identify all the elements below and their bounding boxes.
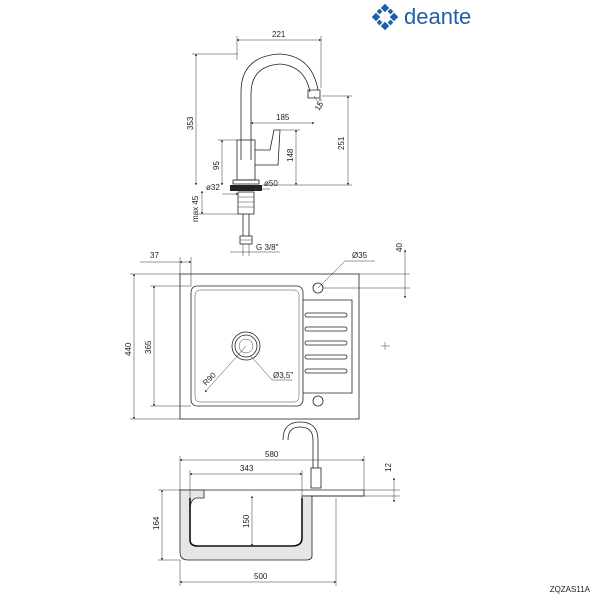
dim-section-height: 164 [152,516,161,530]
dim-base-diameter: ø32 [206,183,220,192]
drainboard-ribs [304,312,348,374]
dim-faucet-reach: 185 [276,113,290,122]
sink-top-dimensions: 37 Ø35 40 440 365 [124,243,410,420]
dim-body-height: 95 [212,161,221,170]
dim-total-width: 580 [265,450,279,459]
dim-overflow-hole: Ø35 [352,251,368,260]
brand-logo: deante [372,4,471,30]
deante-logo-icon [372,4,398,30]
dim-left-offset: 37 [150,251,159,260]
dim-faucet-height: 353 [186,116,195,130]
dim-thread: G 3/8" [256,243,279,252]
dim-top-offset: 40 [395,243,404,252]
sink-section-dimensions: 580 343 12 164 150 500 [152,450,400,586]
dim-spout-angle: 15° [313,97,327,112]
dim-bowl-depth: 365 [144,340,153,354]
brand-name: deante [404,4,472,29]
faucet-dimensions: 221 353 15° 185 251 148 95 max 45 ø32 ø5… [186,30,352,256]
sink-section-view [179,421,365,561]
dim-bowl-radius: R90 [201,370,218,387]
dim-sink-depth: 440 [124,342,133,356]
dim-faucet-width: 221 [272,30,286,39]
dim-bowl-width: 343 [240,464,254,473]
dim-inner-depth: 150 [242,514,251,528]
dim-spout-height: 251 [337,136,346,150]
dim-rim: 12 [384,463,393,472]
faucet-drawing [230,53,321,245]
dim-nut-diameter: ø50 [264,179,278,188]
model-code: ZQZAS11A [549,585,590,594]
dim-lever-height: 148 [286,148,295,162]
sink-top-view: R90 Ø3,5" [179,273,390,420]
dim-base-width: 500 [254,572,268,581]
dim-drain-size: Ø3,5" [273,371,293,380]
dim-max-deck: max 45 [191,195,200,222]
